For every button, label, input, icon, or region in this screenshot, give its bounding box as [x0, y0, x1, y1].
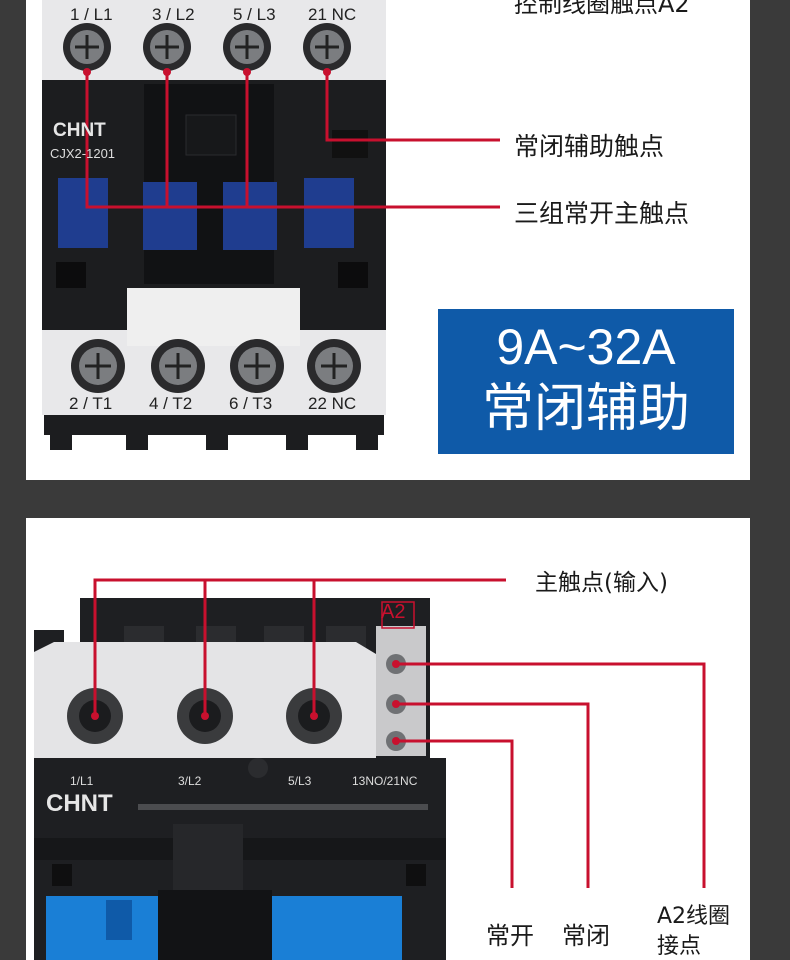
slider-right	[272, 896, 402, 960]
callout-dots	[91, 660, 400, 745]
terminal-label-bottom-1: 2 / T1	[69, 394, 113, 413]
callout-nc-aux: 常闭辅助触点	[514, 132, 665, 161]
cut-off-label: 控制线圈触点A2	[514, 0, 690, 18]
terminal-label-bottom-2: 4 / T2	[149, 394, 193, 413]
a2-marker: A2	[381, 601, 406, 623]
terminal-label-2: 3/L2	[178, 774, 202, 788]
contactor-angled-illustration	[34, 578, 706, 960]
contactor-angled-panel: 主触点(输入) A2 1/L1 3/L2 5/L3 13NO/21NC CHNT…	[26, 518, 750, 960]
spec-badge: 9A~32A 常闭辅助	[438, 309, 734, 454]
terminal-label-top-4: 21 NC	[308, 5, 357, 24]
terminal-label-3: 5/L3	[288, 774, 312, 788]
callout-lines	[85, 72, 500, 209]
terminal-label-bottom-4: 22 NC	[308, 394, 357, 413]
callout-no: 常开	[486, 922, 534, 950]
model-number: CJX2-1201	[50, 146, 116, 161]
brand-logo: CHNT	[46, 790, 113, 817]
callout-nc: 常闭	[562, 922, 610, 950]
terminal-label-bottom-3: 6 / T3	[229, 394, 273, 413]
slider-left	[46, 896, 158, 960]
terminal-label-top-2: 3 / L2	[152, 5, 195, 24]
contactor-front-illustration	[42, 0, 500, 450]
contactor-front-panel: 控制线圈触点A2 1 / L1 3 / L2 5 / L3 21 NC 2 / …	[26, 0, 750, 480]
callout-coil-line2: 接点	[657, 934, 702, 959]
top-screws	[63, 23, 351, 71]
callout-main-contacts: 三组常开主触点	[514, 199, 690, 228]
terminal-label-4: 13NO/21NC	[352, 774, 418, 788]
callout-dots	[83, 68, 331, 76]
spec-badge-range: 9A~32A	[496, 319, 676, 375]
a2-marker-box	[381, 601, 415, 629]
terminal-label-top-1: 1 / L1	[70, 5, 113, 24]
terminal-label-1: 1/L1	[70, 774, 94, 788]
button-slot-4	[304, 178, 354, 248]
button-slot-1	[58, 178, 108, 248]
brand-logo: CHNT	[53, 120, 106, 141]
button-slot-2	[143, 182, 197, 250]
bottom-screws	[71, 339, 361, 393]
spec-badge-text: 常闭辅助	[481, 379, 690, 439]
callout-main-input: 主触点(输入)	[535, 570, 668, 596]
terminal-label-top-3: 5 / L3	[233, 5, 276, 24]
callout-coil-line1: A2线圈	[657, 904, 731, 929]
callout-lines	[93, 578, 706, 888]
button-slot-3	[223, 182, 277, 250]
